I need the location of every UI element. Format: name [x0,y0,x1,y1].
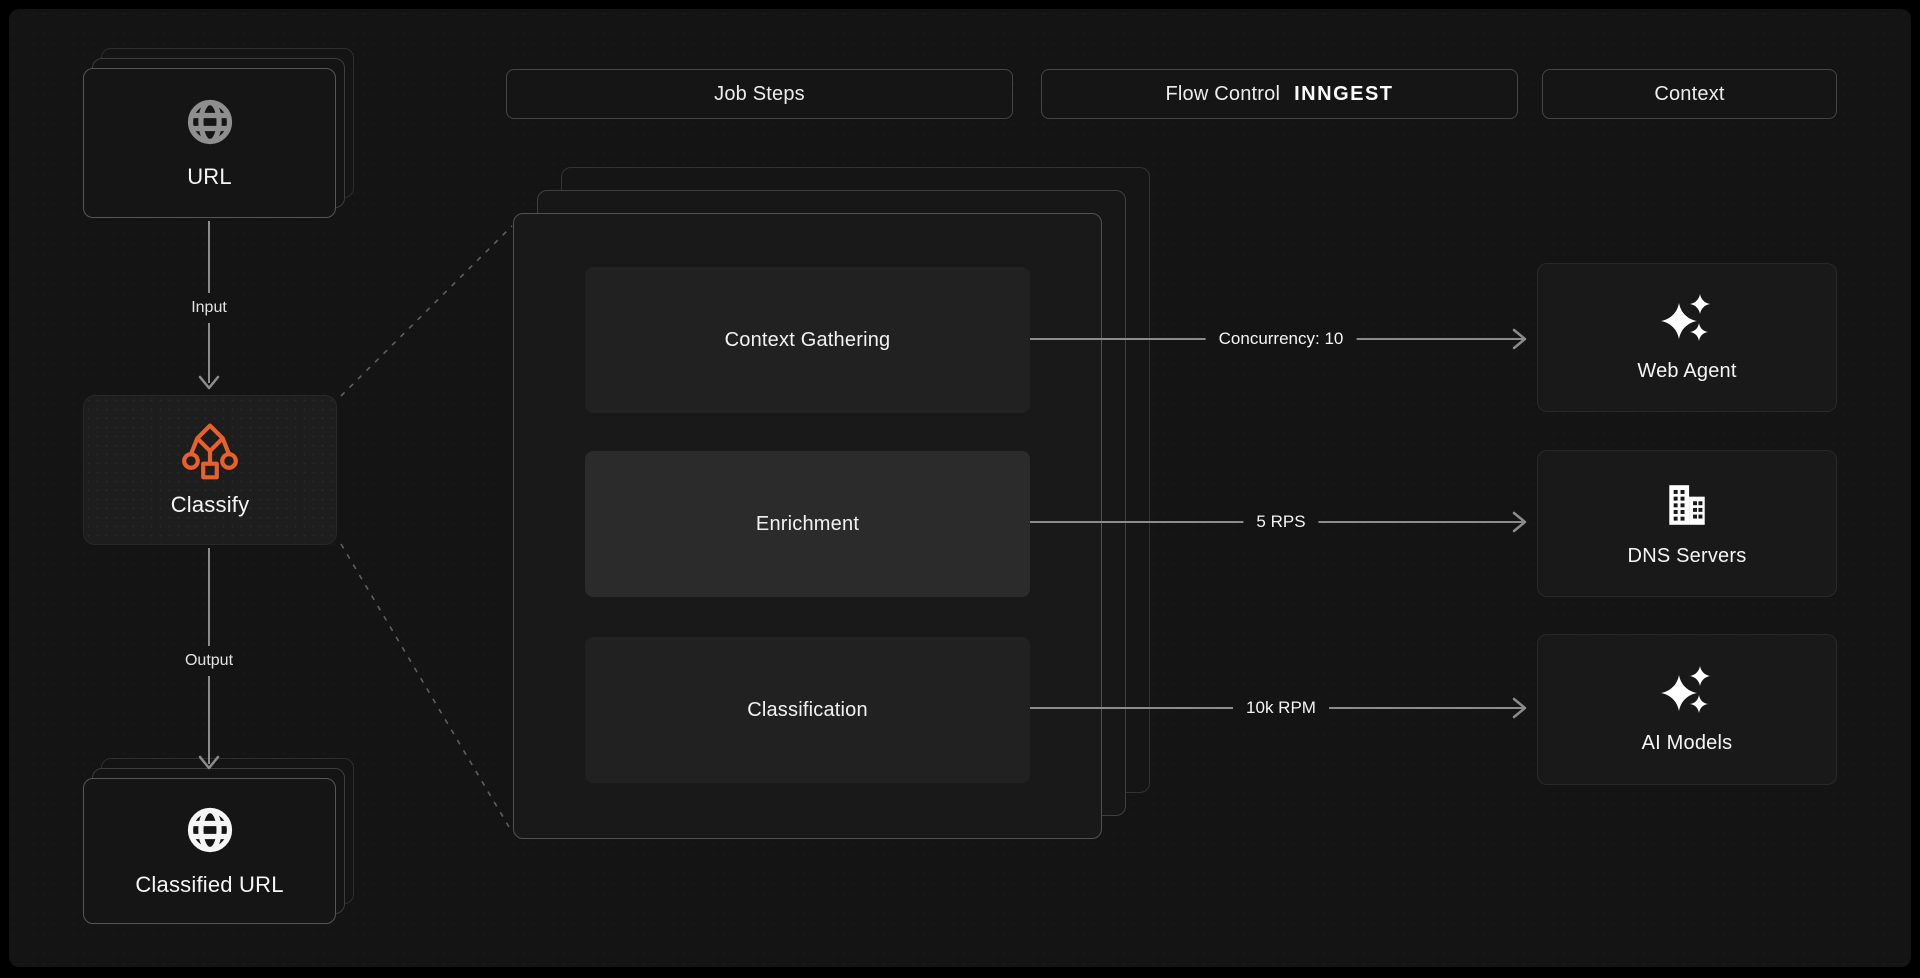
classified-url-card: Classified URL [83,778,336,924]
classify-card-label: Classify [170,492,250,517]
step-context-gathering-label: Context Gathering [724,328,891,351]
context-card-web-agent: Web Agent [1537,263,1837,412]
concurrency-arrowhead [1512,328,1527,350]
step-enrichment-label: Enrichment [755,512,860,535]
ai-models-label: AI Models [1641,731,1733,754]
header-context: Context [1542,69,1837,119]
expand-dashed-line-bottom [340,543,513,833]
inngest-logo: INNGEST [1294,82,1394,105]
globe-icon [187,99,232,145]
url-card-stack: URL [83,48,355,219]
input-arrowhead [198,375,220,390]
rpm-arrowhead [1512,697,1527,719]
context-card-dns-servers: DNS Servers [1537,450,1837,597]
classified-url-card-stack: Classified URL [83,758,355,925]
output-edge-label: Output [174,646,244,676]
header-context-label: Context [1654,82,1725,105]
sparkles-icon [1661,665,1710,713]
step-enrichment: Enrichment [585,451,1030,597]
header-job-steps-label: Job Steps [714,82,805,105]
header-job-steps: Job Steps [506,69,1013,119]
url-card-label: URL [187,164,232,189]
rpm-label: 10k RPM [1233,692,1329,724]
header-flow-control-label: Flow Control [1165,82,1281,105]
web-agent-label: Web Agent [1637,359,1737,382]
header-flow-control: Flow Control INNGEST [1041,69,1518,119]
step-classification-label: Classification [747,698,868,721]
buildings-icon [1669,484,1705,525]
classify-tree-icon [182,423,238,480]
rps-label: 5 RPS [1243,506,1319,538]
concurrency-label: Concurrency: 10 [1205,323,1357,355]
step-context-gathering: Context Gathering [585,267,1030,413]
url-card: URL [83,68,336,218]
rps-arrowhead [1512,511,1527,533]
sparkles-icon [1661,293,1710,341]
classify-card: Classify [83,395,337,545]
step-classification: Classification [585,637,1030,783]
context-card-ai-models: AI Models [1537,634,1837,785]
globe-icon [187,807,232,853]
classified-url-card-label: Classified URL [135,872,284,897]
input-edge-label: Input [181,293,237,323]
expand-dashed-line-top [340,225,513,397]
dns-servers-label: DNS Servers [1627,544,1747,567]
